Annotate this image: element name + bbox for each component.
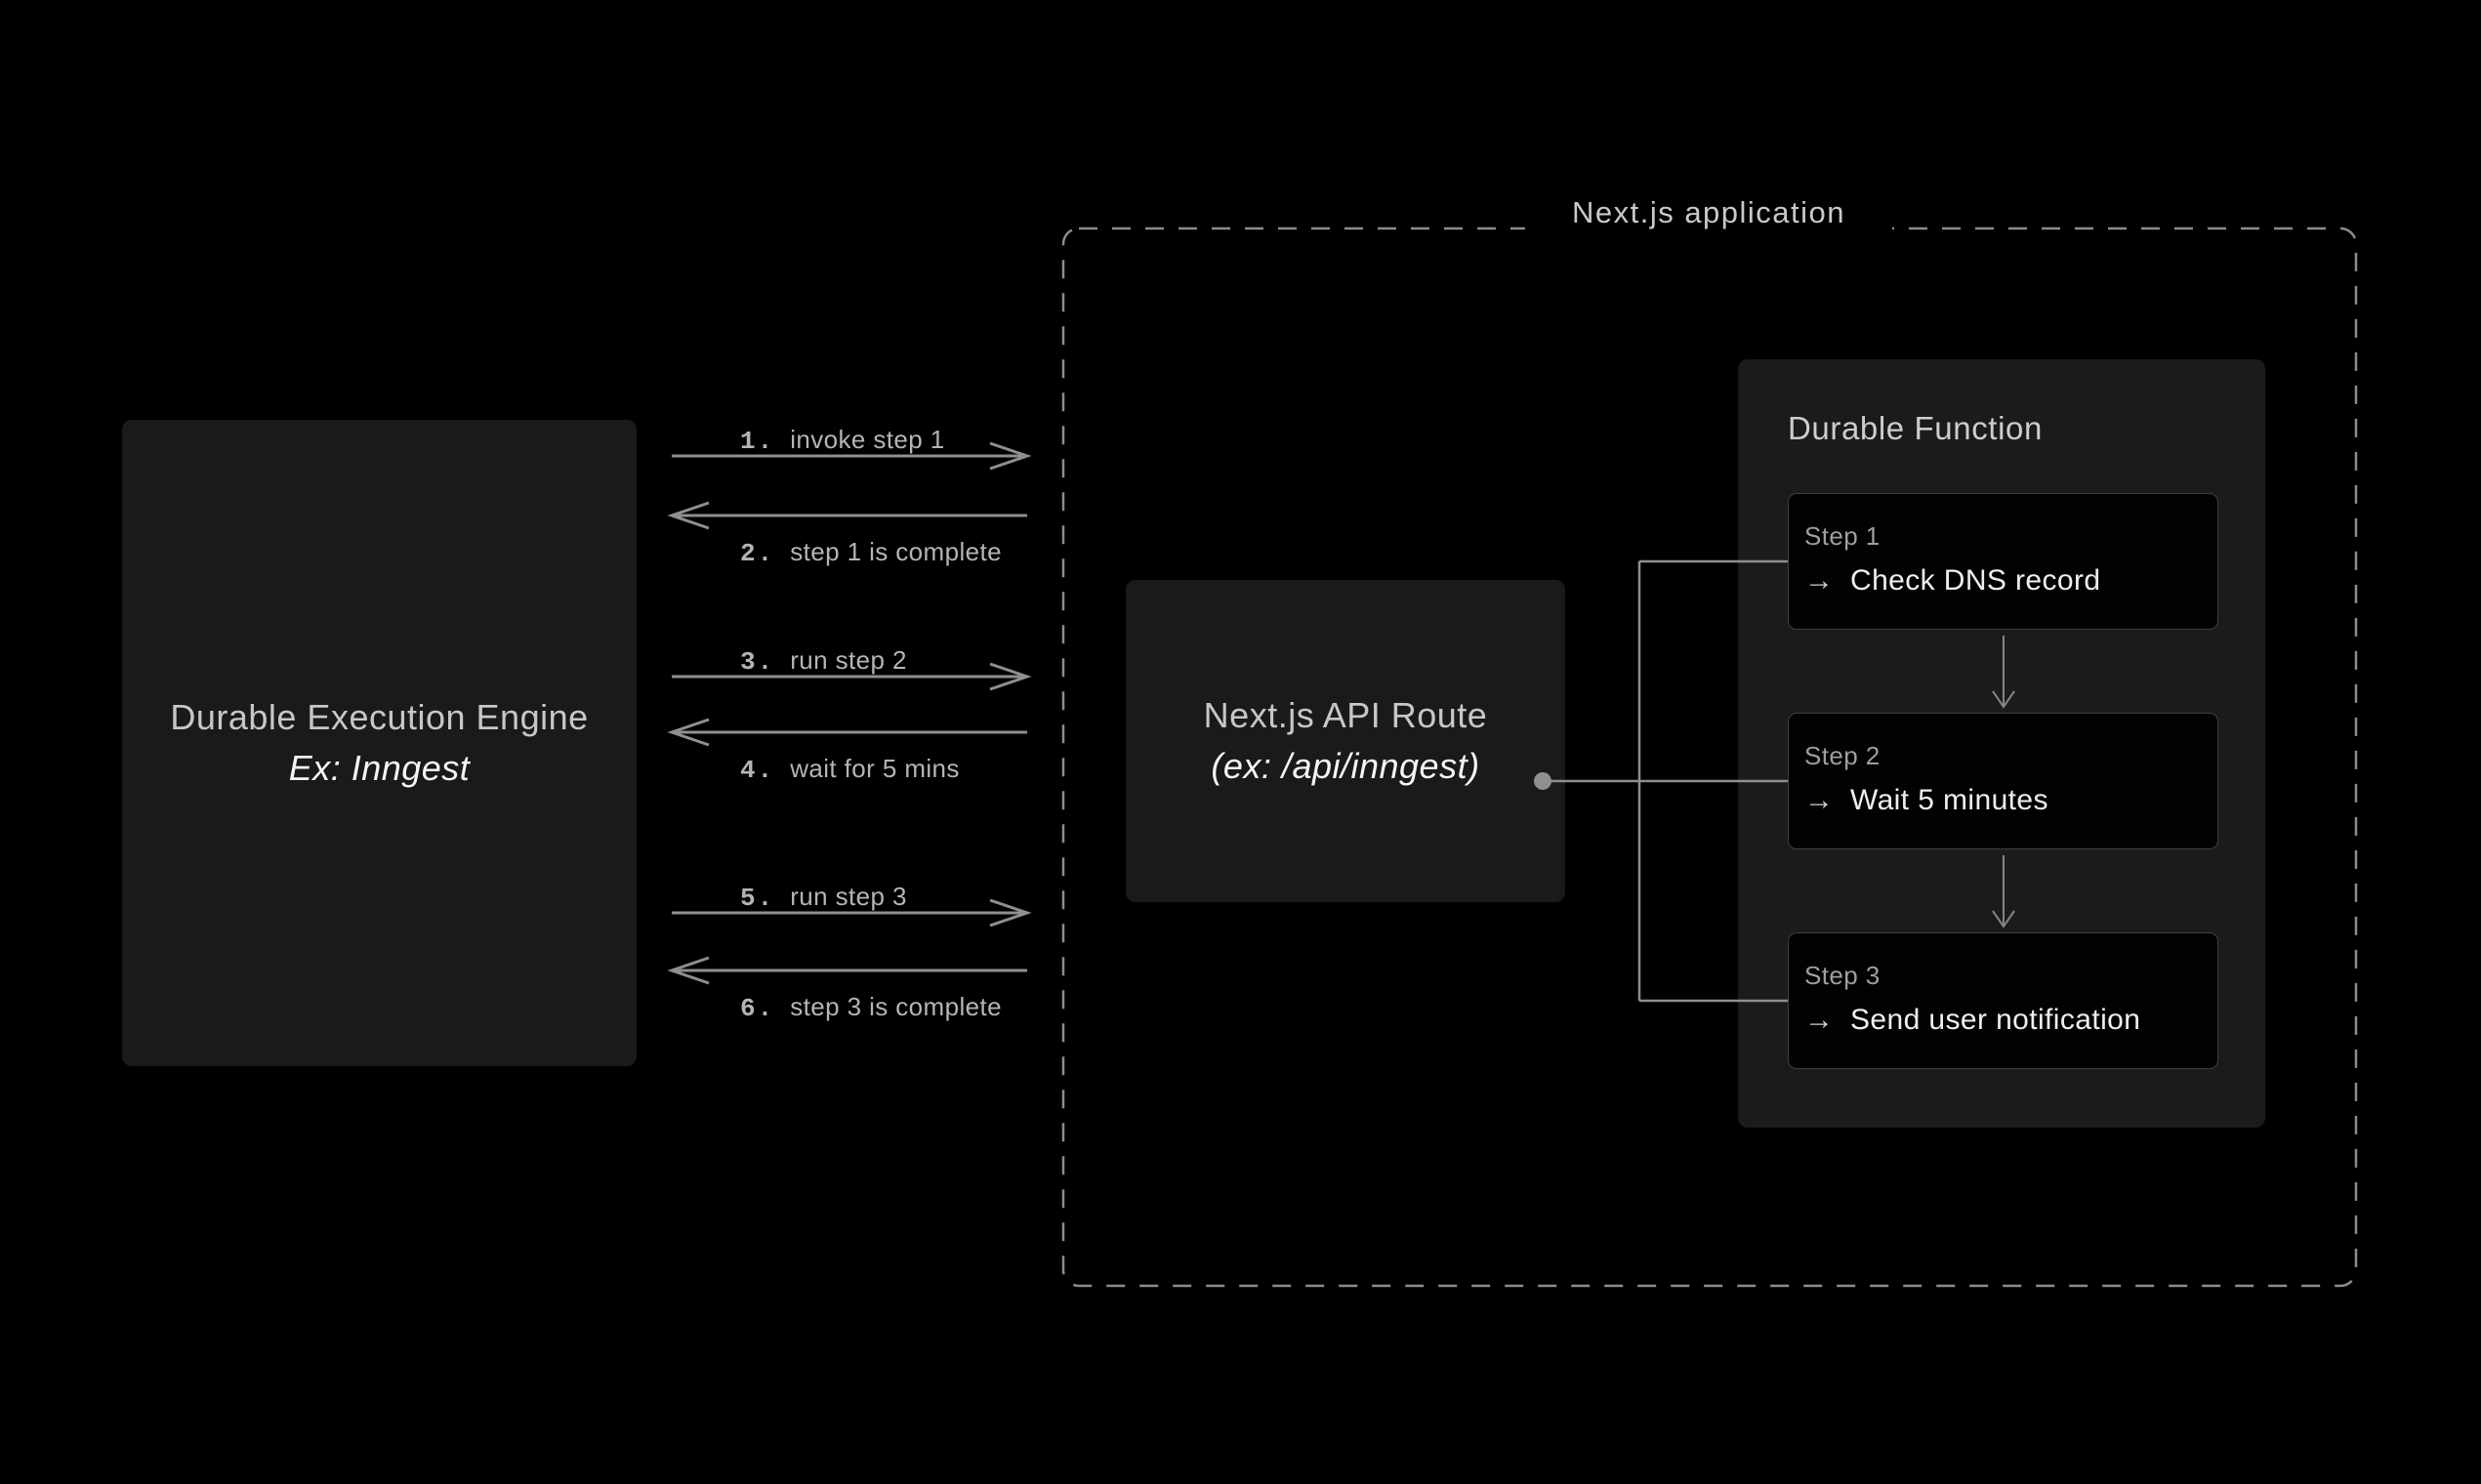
message-text: step 3 is complete xyxy=(790,992,1002,1021)
step-text: Wait 5 minutes xyxy=(1850,784,2048,816)
api-route-subtitle: (ex: /api/inngest) xyxy=(1211,746,1480,786)
message-label-2: 2. step 1 is complete xyxy=(740,536,1002,568)
arrow-left-2 xyxy=(667,501,1027,530)
step-card-1: Step 1 → Check DNS record xyxy=(1788,493,2218,630)
step-label: Step 2 xyxy=(1804,741,1881,770)
message-text: step 1 is complete xyxy=(790,537,1002,566)
message-number: 5. xyxy=(740,884,775,913)
nextjs-application-label: Next.js application xyxy=(1524,191,1893,234)
message-text: wait for 5 mins xyxy=(790,754,960,783)
arrowhead-left-icon xyxy=(667,956,710,985)
arrowhead-right-icon xyxy=(989,898,1032,928)
message-number: 1. xyxy=(740,427,775,456)
arrowhead-right-icon xyxy=(989,441,1032,471)
api-route-title: Next.js API Route xyxy=(1203,695,1488,735)
message-text: run step 2 xyxy=(790,645,907,675)
step-label: Step 3 xyxy=(1804,961,1881,990)
step-row: → Wait 5 minutes xyxy=(1804,784,2200,817)
arrowhead-left-icon xyxy=(667,501,710,530)
message-label-5: 5. run step 3 xyxy=(740,881,907,913)
step-card-2: Step 2 → Wait 5 minutes xyxy=(1788,713,2218,849)
arrow-right-icon: → xyxy=(1804,564,1834,597)
message-label-3: 3. run step 2 xyxy=(740,644,907,677)
message-number: 4. xyxy=(740,756,775,785)
arrowhead-right-icon xyxy=(989,662,1032,691)
message-label-1: 1. invoke step 1 xyxy=(740,424,945,456)
message-label-6: 6. step 3 is complete xyxy=(740,991,1002,1023)
step-row: → Check DNS record xyxy=(1804,564,2200,598)
api-route-box: Next.js API Route (ex: /api/inngest) xyxy=(1126,580,1565,902)
arrowhead-left-icon xyxy=(667,718,710,747)
step-card-3: Step 3 → Send user notification xyxy=(1788,932,2218,1069)
message-text: invoke step 1 xyxy=(790,425,945,454)
message-number: 2. xyxy=(740,539,775,568)
step-text: Check DNS record xyxy=(1850,564,2101,597)
engine-title: Durable Execution Engine xyxy=(170,697,589,737)
step-label: Step 1 xyxy=(1804,521,1881,551)
arrow-left-6 xyxy=(667,956,1027,985)
engine-subtitle: Ex: Inngest xyxy=(288,748,471,788)
message-number: 6. xyxy=(740,994,775,1023)
arrow-left-4 xyxy=(667,718,1027,747)
arrow-right-icon: → xyxy=(1804,784,1834,816)
step-row: → Send user notification xyxy=(1804,1004,2200,1037)
message-number: 3. xyxy=(740,647,775,677)
message-label-4: 4. wait for 5 mins xyxy=(740,753,960,785)
durable-function-title: Durable Function xyxy=(1788,410,2043,446)
step-text: Send user notification xyxy=(1850,1004,2141,1036)
durable-execution-engine-box: Durable Execution Engine Ex: Inngest xyxy=(122,420,637,1066)
message-text: run step 3 xyxy=(790,882,907,911)
arrow-right-icon: → xyxy=(1804,1004,1834,1036)
